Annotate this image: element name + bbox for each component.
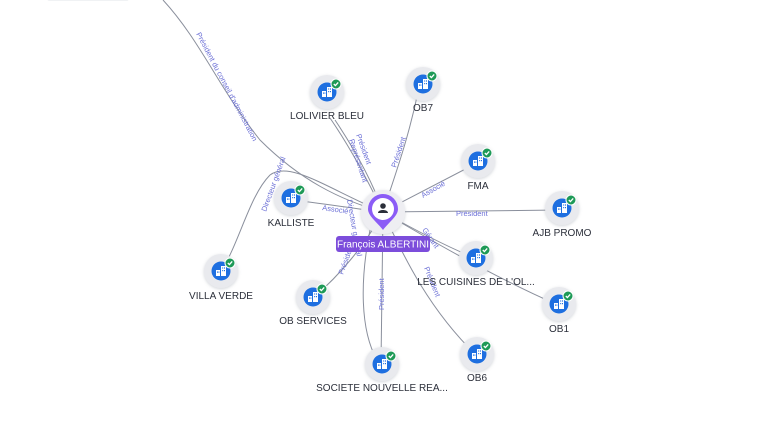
node-label: KALLISTE bbox=[268, 218, 315, 229]
company-node-ob7[interactable]: OB7 bbox=[406, 67, 440, 114]
company-node-les-cuisines[interactable]: LES CUISINES DE L'OL... bbox=[417, 241, 535, 288]
edge-labels: Président du conseil d'administration Pr… bbox=[194, 31, 488, 310]
company-node-societe-nouvelle[interactable]: SOCIETE NOUVELLE REA... bbox=[316, 347, 448, 394]
node-label: OB1 bbox=[549, 324, 569, 335]
node-label: AJB PROMO bbox=[533, 228, 592, 239]
company-node-ajb-promo[interactable]: AJB PROMO bbox=[533, 191, 592, 239]
company-node-lolivier-bleu[interactable]: LOLIVIER BLEU bbox=[290, 75, 364, 122]
company-node-kalliste[interactable]: KALLISTE bbox=[268, 181, 315, 229]
center-label-pill bbox=[336, 236, 430, 252]
company-node-ob-services[interactable]: OB SERVICES bbox=[279, 280, 347, 327]
node-label: SOCIETE NOUVELLE REA... bbox=[316, 383, 448, 394]
edge-label-president-ajb: Président bbox=[456, 209, 489, 218]
edge-center-villa-verde bbox=[221, 170, 384, 271]
edge-label-president-conseil: Président du conseil d'administration bbox=[194, 31, 259, 143]
node-label: OB7 bbox=[413, 103, 433, 114]
center-person-node[interactable]: François ALBERTINI bbox=[336, 190, 430, 252]
node-label: OB SERVICES bbox=[279, 316, 347, 327]
company-node-ob6[interactable]: OB6 bbox=[460, 337, 494, 384]
node-label: OB6 bbox=[467, 373, 487, 384]
company-node-fma[interactable]: FMA bbox=[461, 144, 495, 192]
edge-center-ajb-promo bbox=[382, 209, 561, 213]
edge-label-associe-kalliste: Associé bbox=[322, 203, 349, 216]
node-label: LES CUISINES DE L'OL... bbox=[417, 277, 535, 288]
company-node-ob1[interactable]: OB1 bbox=[542, 287, 576, 335]
company-node-villa-verde[interactable]: VILLA VERDE bbox=[189, 254, 253, 302]
node-label: FMA bbox=[467, 181, 488, 192]
edge-label-president-societe: Président bbox=[377, 277, 386, 310]
edge-offscreen-to-center bbox=[162, 0, 384, 213]
center-person-name: François ALBERTINI bbox=[337, 240, 429, 251]
person-icon bbox=[378, 203, 388, 213]
node-label: VILLA VERDE bbox=[189, 291, 253, 302]
node-label: LOLIVIER BLEU bbox=[290, 111, 364, 122]
edge-label-associe-fma: Associé bbox=[420, 179, 447, 200]
edge-label-president-ob7: Président bbox=[389, 135, 408, 169]
